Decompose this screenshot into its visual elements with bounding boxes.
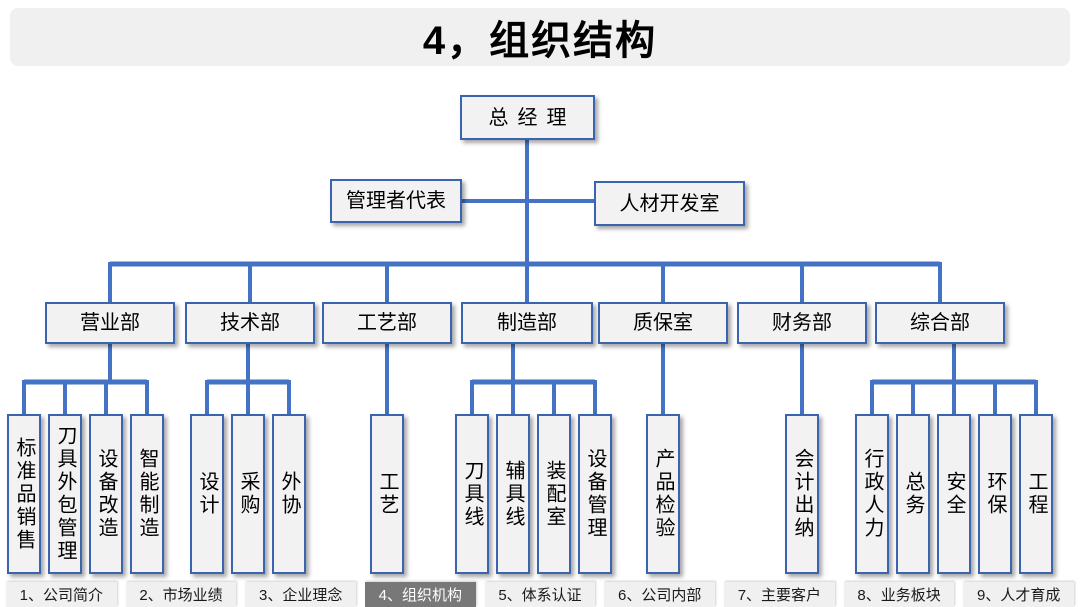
org-node-management-representative: 管理者代表 bbox=[330, 179, 462, 223]
org-node-tool-line: 刀具线 bbox=[455, 414, 489, 574]
org-node-process-unit: 工艺 bbox=[370, 414, 404, 574]
org-node-product-inspection: 产品检验 bbox=[646, 414, 680, 574]
org-node-label: 辅具线 bbox=[502, 459, 524, 529]
org-node-label: 设备管理 bbox=[584, 448, 606, 540]
org-node-label: 质保室 bbox=[633, 312, 693, 334]
org-node-label: 财务部 bbox=[772, 312, 832, 334]
org-node-label: 工艺 bbox=[376, 471, 398, 517]
org-node-label: 总务 bbox=[902, 471, 924, 517]
org-node-label: 刀具线 bbox=[461, 459, 483, 529]
org-node-label: 装配室 bbox=[543, 459, 565, 529]
org-node-standard-product-sales: 标准品销售 bbox=[7, 414, 41, 574]
org-node-label: 环保 bbox=[984, 471, 1006, 517]
org-node-label: 会计出纳 bbox=[791, 448, 813, 540]
org-node-ceo: 总经理 bbox=[460, 95, 595, 140]
org-node-design: 设计 bbox=[190, 414, 224, 574]
org-node-talent-development-office: 人材开发室 bbox=[594, 181, 745, 226]
nav-tab-main-customers[interactable]: 7、主要客户 bbox=[724, 582, 835, 607]
org-node-label: 制造部 bbox=[497, 312, 557, 334]
nav-tab-system-certification[interactable]: 5、体系认证 bbox=[484, 582, 596, 607]
nav-tab-market-performance[interactable]: 2、市场业绩 bbox=[125, 582, 237, 607]
org-node-dept-sales: 营业部 bbox=[45, 302, 175, 344]
org-node-label: 工程 bbox=[1025, 471, 1047, 517]
org-node-label: 技术部 bbox=[220, 312, 280, 334]
org-node-purchasing: 采购 bbox=[231, 414, 265, 574]
org-node-dept-general-affairs: 综合部 bbox=[875, 302, 1005, 344]
org-node-auxiliary-tool-line: 辅具线 bbox=[496, 414, 530, 574]
org-node-label: 设备改造 bbox=[95, 448, 117, 540]
org-node-dept-quality-assurance: 质保室 bbox=[598, 302, 728, 344]
title-bar: 4，组织结构 bbox=[10, 8, 1070, 66]
org-node-dept-technology: 技术部 bbox=[185, 302, 315, 344]
nav-tab-company-profile[interactable]: 1、公司简介 bbox=[6, 582, 117, 607]
org-node-label: 设计 bbox=[196, 471, 218, 517]
org-node-label: 智能制造 bbox=[136, 448, 158, 540]
nav-tab-talent-development[interactable]: 9、人才育成 bbox=[963, 582, 1075, 607]
org-node-equipment-management: 设备管理 bbox=[578, 414, 612, 574]
org-node-tool-outsourcing-management: 刀具外包管理 bbox=[48, 414, 82, 574]
nav-tab-organization-structure[interactable]: 4、组织机构 bbox=[365, 582, 476, 607]
org-node-admin-hr: 行政人力 bbox=[855, 414, 889, 574]
org-node-smart-manufacturing: 智能制造 bbox=[130, 414, 164, 574]
nav-tab-business-segments[interactable]: 8、业务板块 bbox=[843, 582, 955, 607]
org-node-dept-manufacturing: 制造部 bbox=[461, 302, 593, 344]
org-node-dept-finance: 财务部 bbox=[737, 302, 867, 344]
org-node-label: 行政人力 bbox=[861, 448, 883, 540]
org-node-label: 工艺部 bbox=[357, 312, 417, 334]
org-node-dept-process: 工艺部 bbox=[322, 302, 452, 344]
org-node-assembly-room: 装配室 bbox=[537, 414, 571, 574]
org-node-label: 安全 bbox=[943, 471, 965, 517]
org-node-label: 营业部 bbox=[80, 312, 140, 334]
org-node-equipment-retrofit: 设备改造 bbox=[89, 414, 123, 574]
nav-tab-company-interior[interactable]: 6、公司内部 bbox=[604, 582, 716, 607]
org-node-label: 管理者代表 bbox=[346, 190, 446, 212]
org-node-label: 标准品销售 bbox=[13, 436, 35, 552]
org-node-label: 综合部 bbox=[910, 312, 970, 334]
org-node-general-services: 总务 bbox=[896, 414, 930, 574]
org-node-label: 总经理 bbox=[488, 106, 576, 129]
org-node-environment: 环保 bbox=[978, 414, 1012, 574]
bottom-nav: 1、公司简介 2、市场业绩 3、企业理念 4、组织机构 5、体系认证 6、公司内… bbox=[0, 582, 1080, 607]
org-node-label: 产品检验 bbox=[652, 448, 674, 540]
org-node-accounting-cashier: 会计出纳 bbox=[785, 414, 819, 574]
org-node-label: 外协 bbox=[278, 471, 300, 517]
org-node-label: 人材开发室 bbox=[619, 192, 720, 215]
org-node-safety: 安全 bbox=[937, 414, 971, 574]
page-title: 4，组织结构 bbox=[422, 19, 658, 63]
org-node-engineering: 工程 bbox=[1019, 414, 1053, 574]
org-node-external-cooperation: 外协 bbox=[272, 414, 306, 574]
org-node-label: 采购 bbox=[237, 471, 259, 517]
nav-tab-corporate-philosophy[interactable]: 3、企业理念 bbox=[245, 582, 357, 607]
org-node-label: 刀具外包管理 bbox=[54, 425, 76, 563]
